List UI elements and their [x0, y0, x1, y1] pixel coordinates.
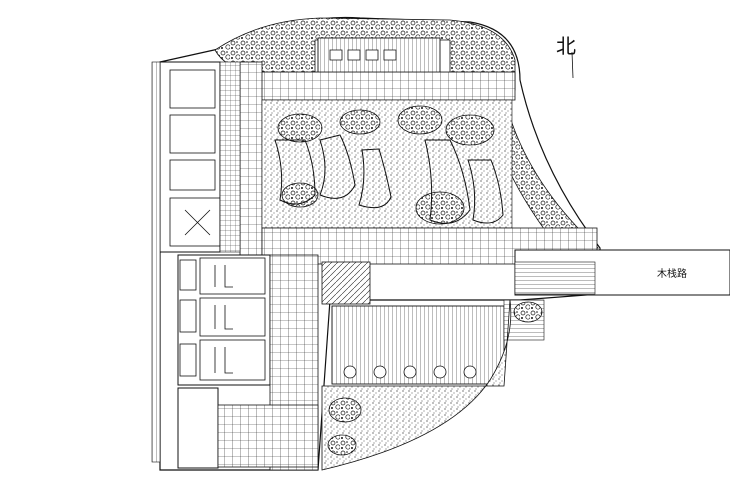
- parking-trees: [343, 365, 477, 379]
- north-paved-plaza: [249, 71, 516, 101]
- south-tree-clusters: [327, 301, 543, 456]
- unit-rooms: [179, 257, 266, 381]
- southwest-units: [177, 254, 271, 386]
- east-tree-belt: [499, 99, 599, 251]
- boardwalk-planks: [514, 261, 596, 295]
- pavilion-seats: [329, 49, 397, 61]
- west-hatched-edge: [151, 61, 161, 463]
- north-label: 北: [556, 34, 576, 58]
- north-arrow: [571, 51, 574, 79]
- garden-paths: [274, 134, 504, 224]
- garden-tree-clusters: [277, 105, 495, 225]
- feature-plaza: [321, 261, 371, 305]
- parking-area: [331, 305, 505, 385]
- boardwalk-edge: [597, 249, 730, 296]
- west-paved-strip: [219, 61, 241, 253]
- road-label: 木栈路: [656, 265, 688, 280]
- south-building: [177, 387, 219, 469]
- west-building-strip: [159, 61, 221, 253]
- west-walkway: [239, 61, 263, 263]
- south-landscape: [321, 299, 512, 471]
- south-paved-court: [217, 404, 319, 468]
